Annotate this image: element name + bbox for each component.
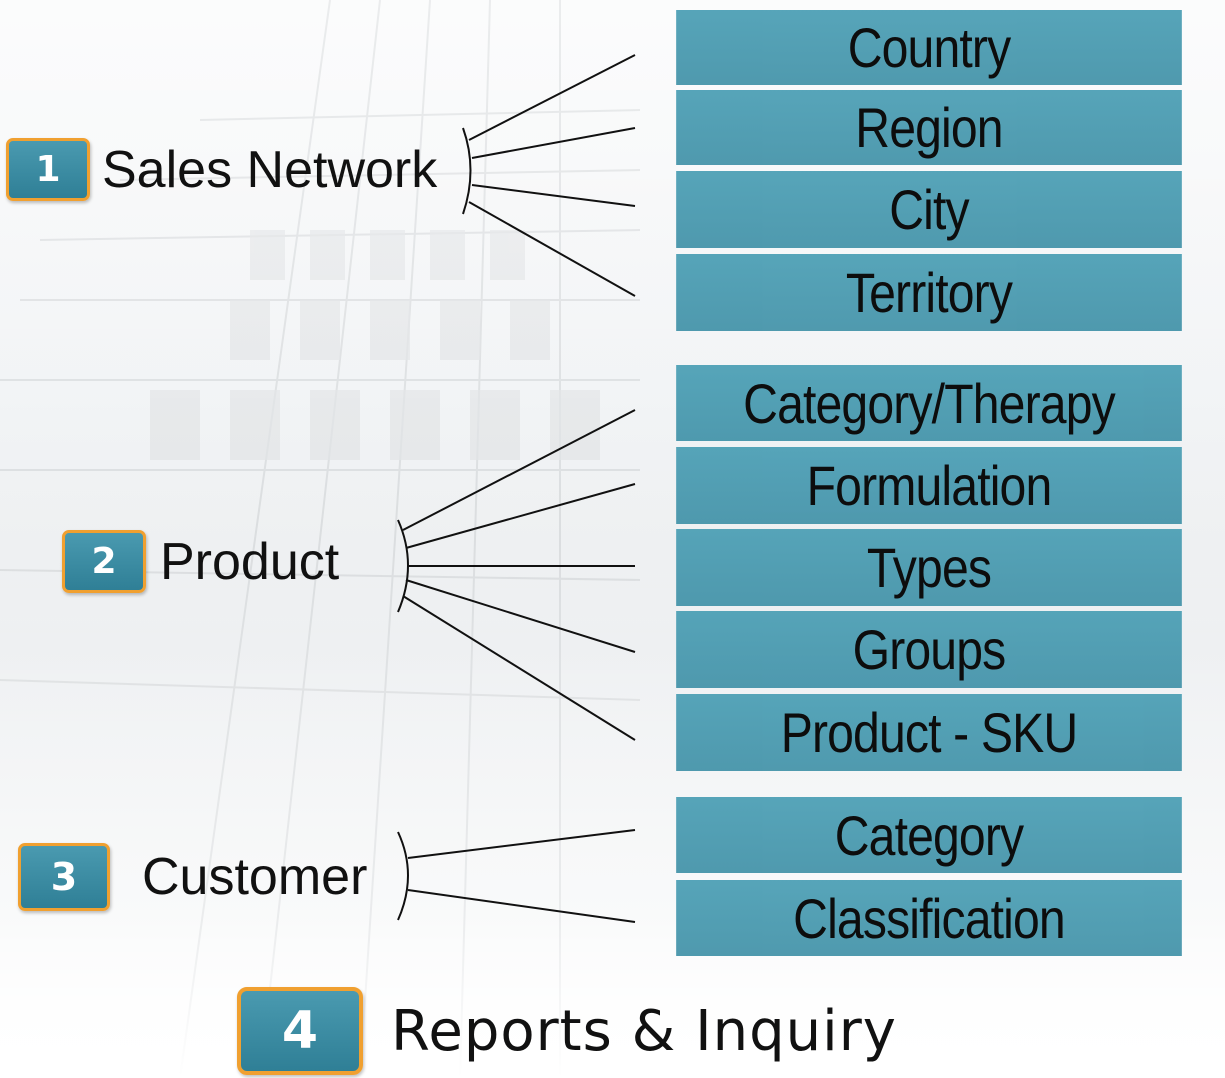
group-sales-network: 1 Sales Network (6, 138, 437, 201)
group-product: 2 Product (62, 530, 339, 593)
box-formulation: Formulation (676, 447, 1182, 524)
group-label-product: Product (160, 532, 340, 591)
badge-1: 1 (6, 138, 90, 201)
badge-3: 3 (18, 843, 110, 911)
box-product-sku: Product - SKU (676, 694, 1182, 771)
box-region: Region (676, 90, 1182, 165)
box-city: City (676, 171, 1182, 248)
footer-reports-inquiry: 4 Reports & Inquiry (237, 987, 897, 1075)
footer-label: Reports & Inquiry (391, 998, 897, 1064)
box-territory: Territory (676, 254, 1182, 331)
box-groups: Groups (676, 611, 1182, 688)
badge-4: 4 (237, 987, 363, 1075)
box-types: Types (676, 529, 1182, 606)
box-category-therapy: Category/Therapy (676, 365, 1182, 441)
box-classification: Classification (676, 880, 1182, 956)
badge-2: 2 (62, 530, 146, 593)
box-country: Country (676, 10, 1182, 85)
group-label-customer: Customer (142, 848, 368, 906)
group-customer: 3 Customer (18, 843, 367, 911)
group-label-sales-network: Sales Network (102, 140, 438, 199)
box-category: Category (676, 797, 1182, 873)
